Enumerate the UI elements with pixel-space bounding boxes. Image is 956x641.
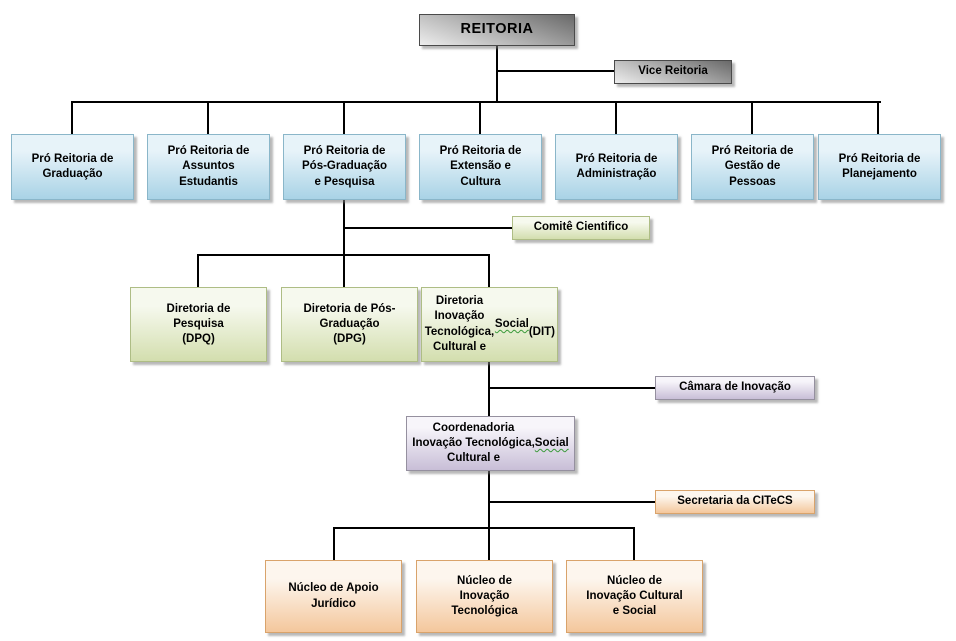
connector-stub-nucleo-juridico: [333, 527, 335, 561]
connector-main-horizontal: [71, 101, 881, 103]
connector-stub-pos-graduacao: [343, 101, 345, 135]
connector-camara: [489, 387, 655, 389]
node-vice-reitoria: Vice Reitoria: [614, 60, 732, 84]
connector-coordenadoria-down: [488, 470, 490, 561]
connector-posgrad-down: [343, 200, 345, 288]
connector-diretorias-horizontal: [197, 254, 490, 256]
connector-stub-graduacao: [71, 101, 73, 135]
connector-stub-gestao: [751, 101, 753, 135]
connector-dit-down: [488, 361, 490, 417]
connector-stub-nucleo-cultural: [633, 527, 635, 561]
node-reitoria: REITORIA: [419, 14, 575, 46]
connector-comite: [344, 227, 512, 229]
node-secretaria-citecs: Secretaria da CITeCS: [655, 490, 815, 514]
connector-stub-dit: [488, 254, 490, 288]
connector-stub-administracao: [615, 101, 617, 135]
spellcheck-underline: Social: [494, 317, 529, 330]
connector-vice-reitoria: [496, 70, 614, 72]
spellcheck-underline: Social: [534, 436, 569, 449]
connector-stub-extensao: [479, 101, 481, 135]
node-camara-inovacao: Câmara de Inovação: [655, 376, 815, 400]
connector-reitoria-down: [496, 46, 498, 102]
connector-stub-assuntos: [207, 101, 209, 135]
node-comite-cientifico: Comitê Cientifico: [512, 216, 650, 240]
connector-nucleos-horizontal: [333, 527, 635, 529]
connector-stub-dpq: [197, 254, 199, 288]
node-diretoria-pos-graduacao-dpg: Diretoria de Pós-Graduação(DPG): [281, 287, 418, 362]
connector-stub-planejamento: [877, 101, 879, 135]
connector-secretaria: [489, 501, 655, 503]
